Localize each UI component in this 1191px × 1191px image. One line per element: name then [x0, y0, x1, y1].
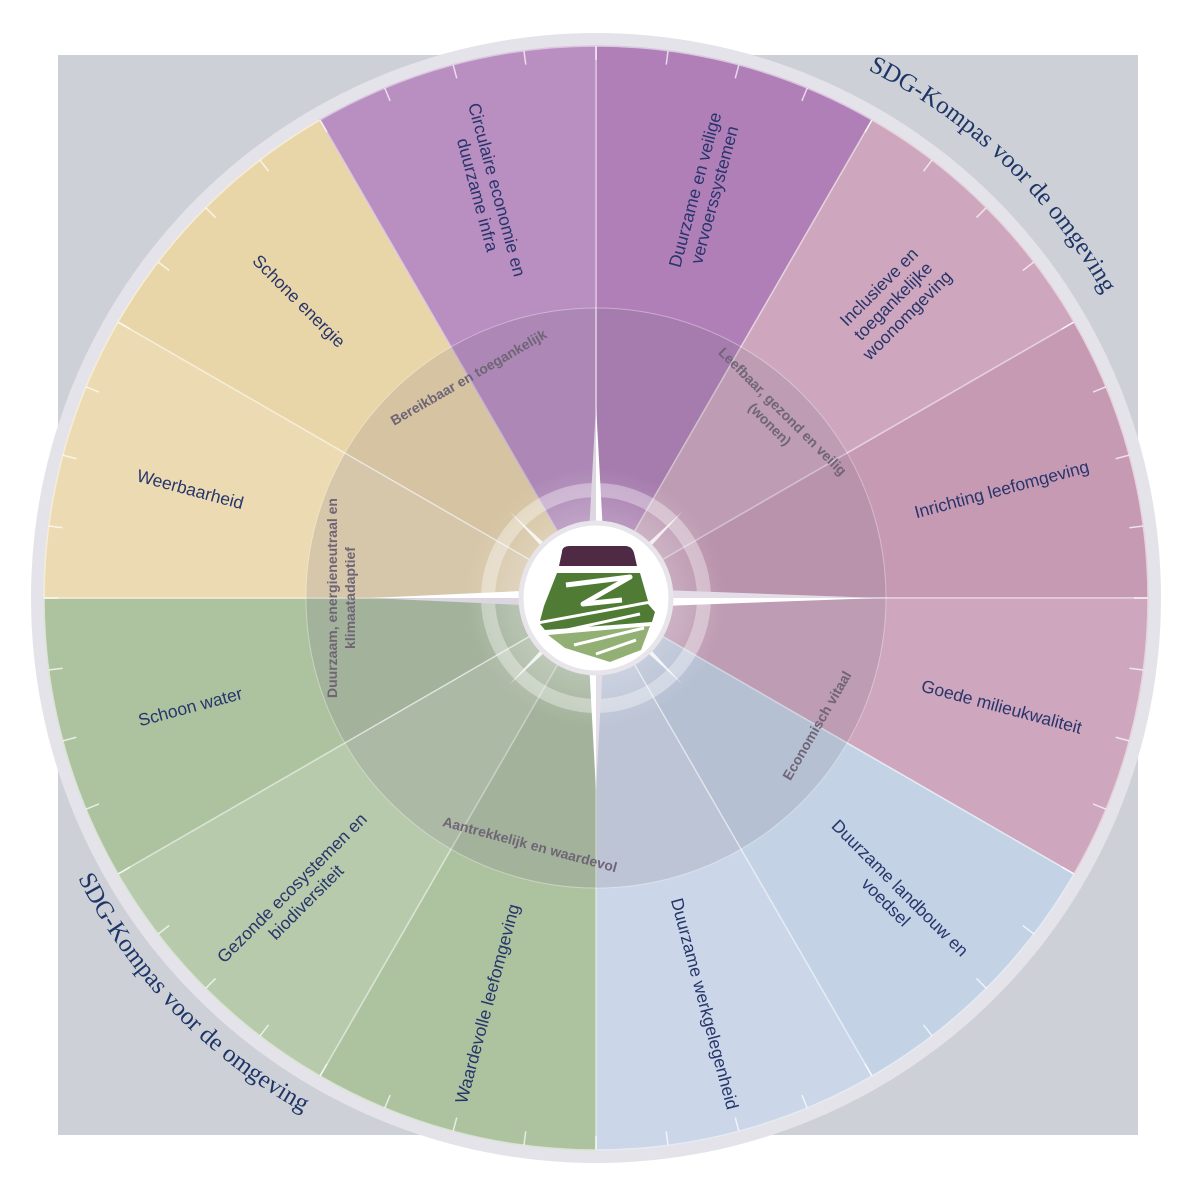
ring-tick: [62, 736, 77, 742]
ring-tick: [157, 924, 170, 935]
ring-tick: [1022, 261, 1035, 272]
ring-tick: [1092, 386, 1107, 393]
ring-tick: [1061, 321, 1075, 330]
ring-tick: [452, 64, 458, 79]
ring-tick: [922, 1024, 933, 1037]
ring-tick: [48, 525, 63, 529]
ring-tick: [452, 1117, 458, 1132]
ring-tick: [384, 87, 391, 102]
ring-tick: [62, 454, 77, 460]
ring-tick: [864, 119, 873, 133]
ring-tick: [1129, 667, 1144, 671]
ring-tick: [523, 1131, 527, 1146]
ring-tick: [85, 386, 100, 393]
ring-tick: [734, 1117, 740, 1132]
ring-tick: [117, 321, 131, 330]
ring-tick: [1022, 924, 1035, 935]
ring-tick: [319, 1063, 328, 1077]
ring-tick: [801, 1094, 808, 1109]
ring-tick: [319, 119, 328, 133]
ring-tick: [864, 1063, 873, 1077]
ring-tick: [259, 159, 270, 172]
ring-tick: [1129, 525, 1144, 529]
ring-tick: [117, 866, 131, 875]
ring-ticks: [44, 46, 1148, 1150]
logo-icon: [540, 546, 655, 662]
ring-tick: [975, 977, 987, 989]
ring-tick: [1115, 454, 1130, 460]
ring-tick: [259, 1024, 270, 1037]
theme-sector-aantrekkelijk-en-waardevol: [344, 597, 742, 889]
ring-tick: [1092, 803, 1107, 810]
ring-tick: [384, 1094, 391, 1109]
ring-tick: [157, 261, 170, 272]
ring-tick: [1061, 866, 1075, 875]
ring-tick: [975, 207, 987, 219]
ring-tick: [205, 977, 217, 989]
ring-tick: [523, 50, 527, 65]
ring-tick: [922, 159, 933, 172]
ring-tick: [85, 803, 100, 810]
goal-sectors: [43, 45, 1149, 1151]
ring-tick: [48, 667, 63, 671]
ring-tick: [734, 64, 740, 79]
ring-tick: [1115, 736, 1130, 742]
ring-tick: [205, 207, 217, 219]
ring-tick: [665, 1131, 669, 1146]
ring-tick: [665, 50, 669, 65]
ring-tick: [801, 87, 808, 102]
